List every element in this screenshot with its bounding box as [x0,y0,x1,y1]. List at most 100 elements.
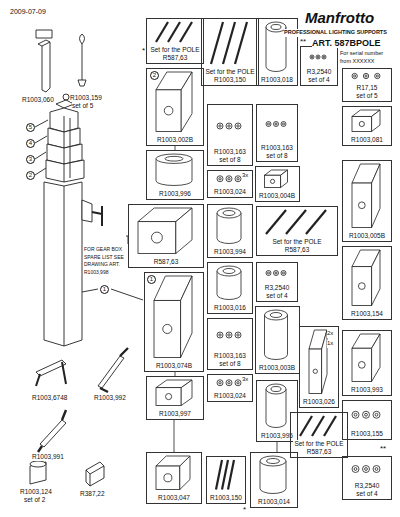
part-sketch [235,123,241,129]
part-sketch [352,348,372,381]
part-sketch [372,110,380,132]
part-sketch [163,324,172,333]
part-number: R1003,995 [260,432,294,440]
line-art [30,462,46,484]
part-sketch [358,283,365,290]
part-number: R1003,996 [158,190,192,198]
part-number: set of 8 [218,360,241,368]
part-sketch [166,394,172,400]
part-label: 3x [242,376,248,384]
part-sketch [266,22,286,32]
part-sketch [265,310,288,360]
line-art [92,206,102,226]
part-sketch [266,210,286,234]
part-sketch [372,164,380,228]
part-number: R3,2540 [306,68,333,76]
part-sketch [358,202,365,209]
part-frame: R1003,150 [206,456,246,504]
part-label: R1003,991 [32,453,64,461]
part-label: 2009-07-09 [10,8,46,16]
part-sketch [352,110,380,132]
part-sketch [165,156,183,161]
part-sketch [156,456,190,490]
part-sketch [352,334,380,382]
part-sketch [310,55,326,59]
part-sketch [156,22,192,42]
part-frame: R3,2540set of 4 [342,456,392,500]
part-label: R1003,060 [22,96,54,104]
part-sketch [237,178,239,180]
part-sketch [228,334,230,336]
part-frame: R1003,016 [207,262,253,314]
part-sketch [217,332,241,338]
part-frame: R1003,996 [146,150,204,200]
part-sketch [181,276,192,358]
part-number: Set for the POLE [149,46,200,54]
part-sketch [164,106,173,115]
part-label: R1003,124 [20,488,52,496]
part-sketch [354,468,357,471]
part-sketch [271,25,281,30]
part-frame: R1003,003B [255,306,300,374]
part-sketch [228,125,230,127]
part-sketch [265,315,288,360]
part-sketch [223,22,235,64]
part-frame: R1003,163set of 8 [207,318,253,370]
part-label: 3x [242,172,248,180]
part-sketch [219,334,221,336]
part-sketch [217,176,241,182]
line-art [30,461,46,467]
part-label: ** [380,444,386,453]
part-sketch [352,73,357,78]
part-sketch [375,468,378,471]
part-frame: R1003,004B [255,166,300,202]
part-sketch [226,176,232,182]
part-sketch [226,332,232,338]
part-sketch [268,272,270,274]
part-sketch [156,72,192,132]
part-sketch [274,122,279,127]
part-sketch [266,271,286,276]
part-sketch [363,466,370,473]
part-sketch [217,208,241,244]
part-sketch [228,178,230,180]
part-sketch [352,466,359,473]
part-sketch [168,22,180,42]
part-label: set of 2 [24,496,45,504]
part-label: ** [300,37,306,46]
part-sketch [217,123,241,129]
part-frame: R1003,997 [146,376,204,420]
part-frame: Set for the POLER587,63 [290,412,348,458]
part-sketch [323,56,325,58]
part-sketch [266,389,286,428]
part-label: Manfrotto [305,9,374,26]
part-frame: R1003,155 [342,400,392,440]
part-number: R1003,154 [350,310,384,318]
part-label: * [243,505,246,514]
callout-number: 1 [147,275,156,284]
part-number: R17,15 [356,84,379,92]
part-sketch [365,75,367,77]
part-frame: R1003,081 [342,106,392,146]
part-label: 2x [327,330,333,338]
part-sketch [154,276,192,358]
part-sketch [322,55,326,59]
line-art [46,160,84,182]
part-sketch [156,90,181,132]
part-sketch [266,210,326,234]
part-number: R1003,163 [260,144,294,152]
part-sketch [283,272,285,274]
line-art [98,356,124,388]
part-number: R1003,024 [213,188,247,196]
part-number: R3,2540 [264,284,291,292]
part-sketch [376,75,378,77]
part-sketch [226,123,232,129]
callout-number: 3 [26,155,35,164]
part-sketch [300,416,336,436]
part-label: ART. 587BPOLE [312,38,381,48]
part-sketch [156,154,192,185]
part-sketch [266,22,286,72]
part-frame: R1003,993 [342,330,392,396]
part-sketch [211,22,223,64]
